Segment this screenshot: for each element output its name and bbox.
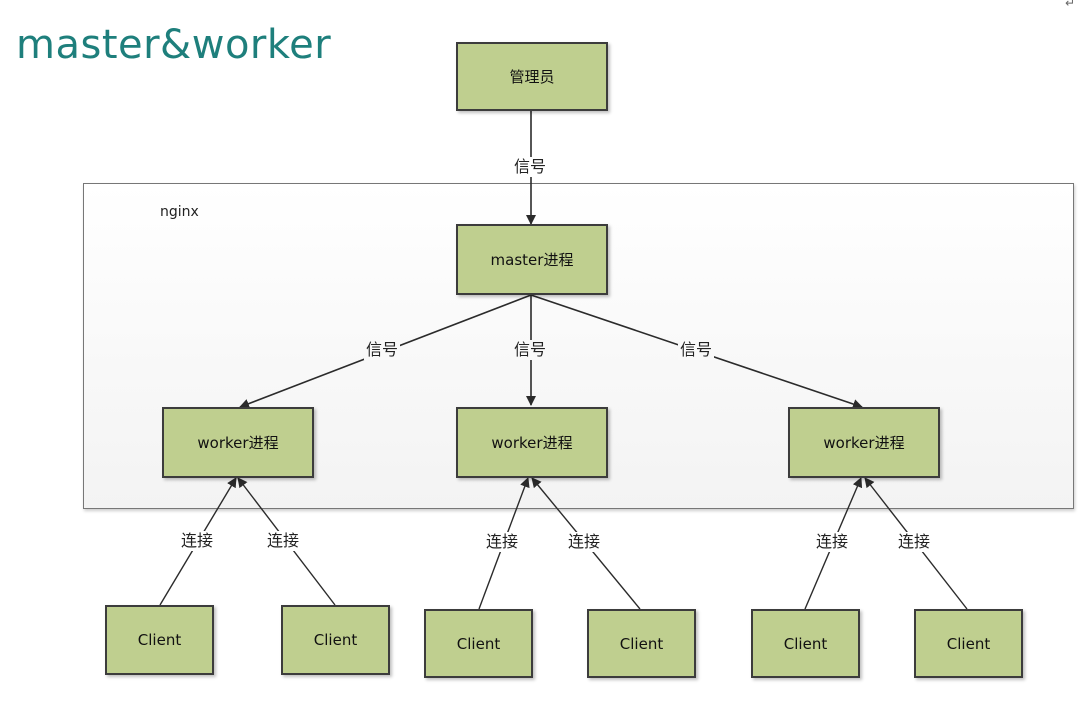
client-node-1: Client: [105, 605, 214, 675]
edge-label-client-1-worker-1: 连接: [179, 531, 216, 551]
client-node-3: Client: [424, 609, 533, 678]
page-title: master&worker: [16, 22, 332, 68]
client-node-6: Client: [914, 609, 1023, 678]
edge-label-master-worker-2: 信号: [512, 340, 549, 360]
edge-label-client-5-worker-3: 连接: [814, 532, 851, 552]
client-node-5: Client: [751, 609, 860, 678]
corner-mark: ↵: [1064, 0, 1075, 10]
worker-process-node-1: worker进程: [162, 407, 314, 478]
client-node-2: Client: [281, 605, 390, 675]
worker-process-node-2: worker进程: [456, 407, 608, 478]
edge-label-client-3-worker-2: 连接: [484, 532, 521, 552]
edge-label-client-6-worker-3: 连接: [896, 532, 933, 552]
client-node-4: Client: [587, 609, 696, 678]
edge-label-master-worker-3: 信号: [678, 340, 715, 360]
worker-process-node-3: worker进程: [788, 407, 940, 478]
edge-label-admin-master: 信号: [512, 157, 549, 177]
edge-label-client-2-worker-1: 连接: [265, 531, 302, 551]
master-process-node: master进程: [456, 224, 608, 295]
nginx-label: nginx: [160, 204, 199, 220]
edge-label-client-4-worker-2: 连接: [566, 532, 603, 552]
admin-node: 管理员: [456, 42, 608, 111]
edge-label-master-worker-1: 信号: [364, 340, 401, 360]
